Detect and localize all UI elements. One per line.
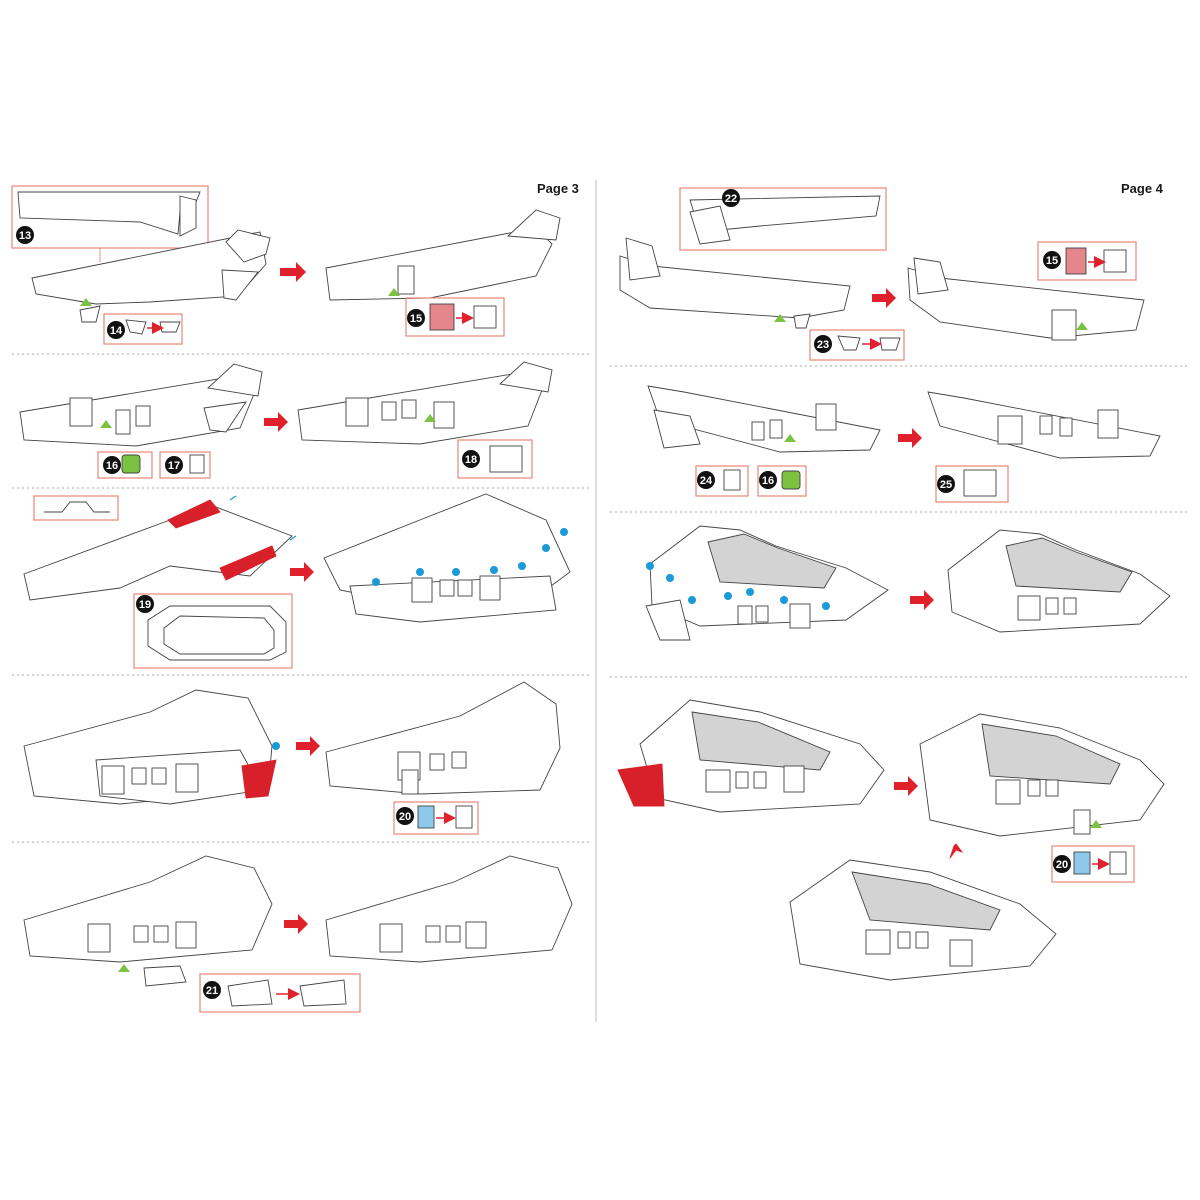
step-badge-24 — [697, 471, 715, 489]
step-badge-16 — [103, 456, 121, 474]
step-number-16: 16 — [106, 460, 118, 472]
p4-row3 — [645, 525, 1171, 641]
step-badge-13 — [16, 226, 34, 244]
step-badge-p4-20 — [1053, 855, 1071, 873]
callout-p4-15 — [1037, 241, 1137, 281]
callout-20 — [393, 801, 479, 835]
step-number-19: 19 — [139, 599, 151, 611]
step-number-p4-15: 15 — [1046, 255, 1058, 267]
step-number-15: 15 — [410, 313, 422, 325]
step-badge-21 — [203, 981, 221, 999]
step-badge-20 — [396, 807, 414, 825]
arrow-p4r1-next — [872, 288, 896, 308]
callout-15 — [405, 297, 505, 337]
p3-row1 — [11, 185, 561, 345]
p4-row3-blue-dots — [646, 562, 830, 610]
step-badge-p4-16 — [759, 471, 777, 489]
step-badge-p4-15 — [1043, 251, 1061, 269]
step-number-13: 13 — [19, 230, 31, 242]
callout-p4-16 — [757, 465, 807, 497]
callout-fold-profile — [33, 495, 119, 521]
step-number-23: 23 — [817, 339, 829, 351]
callout-13 — [11, 185, 209, 249]
step-number-p4-20: 20 — [1056, 859, 1068, 871]
step-number-18: 18 — [465, 454, 477, 466]
p3-row2 — [19, 361, 553, 479]
step-number-17: 17 — [168, 460, 180, 472]
callout-24 — [695, 465, 749, 497]
callout-19 — [133, 593, 293, 669]
page-3-label: Page 3 — [537, 181, 579, 196]
callout-25 — [935, 465, 1009, 503]
step-number-p4-16: 16 — [762, 475, 774, 487]
step-number-25: 25 — [940, 479, 952, 491]
arrow-p4r2-next — [898, 428, 922, 448]
step-badge-14 — [107, 321, 125, 339]
callout-16 — [97, 451, 153, 479]
arrow-row2-next — [264, 412, 288, 432]
step-badge-17 — [165, 456, 183, 474]
arrow-p4r4-next — [894, 776, 918, 796]
step-number-24: 24 — [700, 475, 713, 487]
step-badge-15 — [407, 309, 425, 327]
callout-23 — [809, 329, 905, 361]
callout-14 — [103, 313, 183, 345]
callout-p4-20 — [1051, 845, 1135, 883]
arrow-13-next — [280, 262, 306, 282]
step-badge-19 — [136, 595, 154, 613]
p3-row3 — [23, 493, 571, 669]
step-badge-23 — [814, 335, 832, 353]
arrow-p4r4-down — [949, 843, 964, 859]
p4-row4 — [617, 699, 1165, 981]
arrow-row4-next — [296, 736, 320, 756]
p4-row2 — [647, 385, 1161, 503]
p3-row4 — [23, 681, 561, 835]
p4-row1 — [619, 187, 1145, 361]
callout-22 — [679, 187, 887, 251]
page-4-label: Page 4 — [1121, 181, 1163, 196]
p3-row5 — [23, 855, 573, 1013]
arrow-row3-next — [290, 562, 314, 582]
step-badge-18 — [462, 450, 480, 468]
step-number-22: 22 — [725, 193, 737, 205]
step-badge-25 — [937, 475, 955, 493]
callout-21 — [199, 973, 361, 1013]
arrow-row5-next — [284, 914, 308, 934]
step-number-20: 20 — [399, 811, 411, 823]
callout-17 — [159, 451, 211, 479]
step-badge-22 — [722, 189, 740, 207]
callout-18 — [457, 439, 533, 479]
row-dividers — [12, 353, 1188, 843]
p3-row3-blue-dots — [372, 528, 568, 586]
step-number-14: 14 — [110, 325, 123, 337]
arrow-p4r3-next — [910, 590, 934, 610]
step-number-21: 21 — [206, 985, 218, 997]
